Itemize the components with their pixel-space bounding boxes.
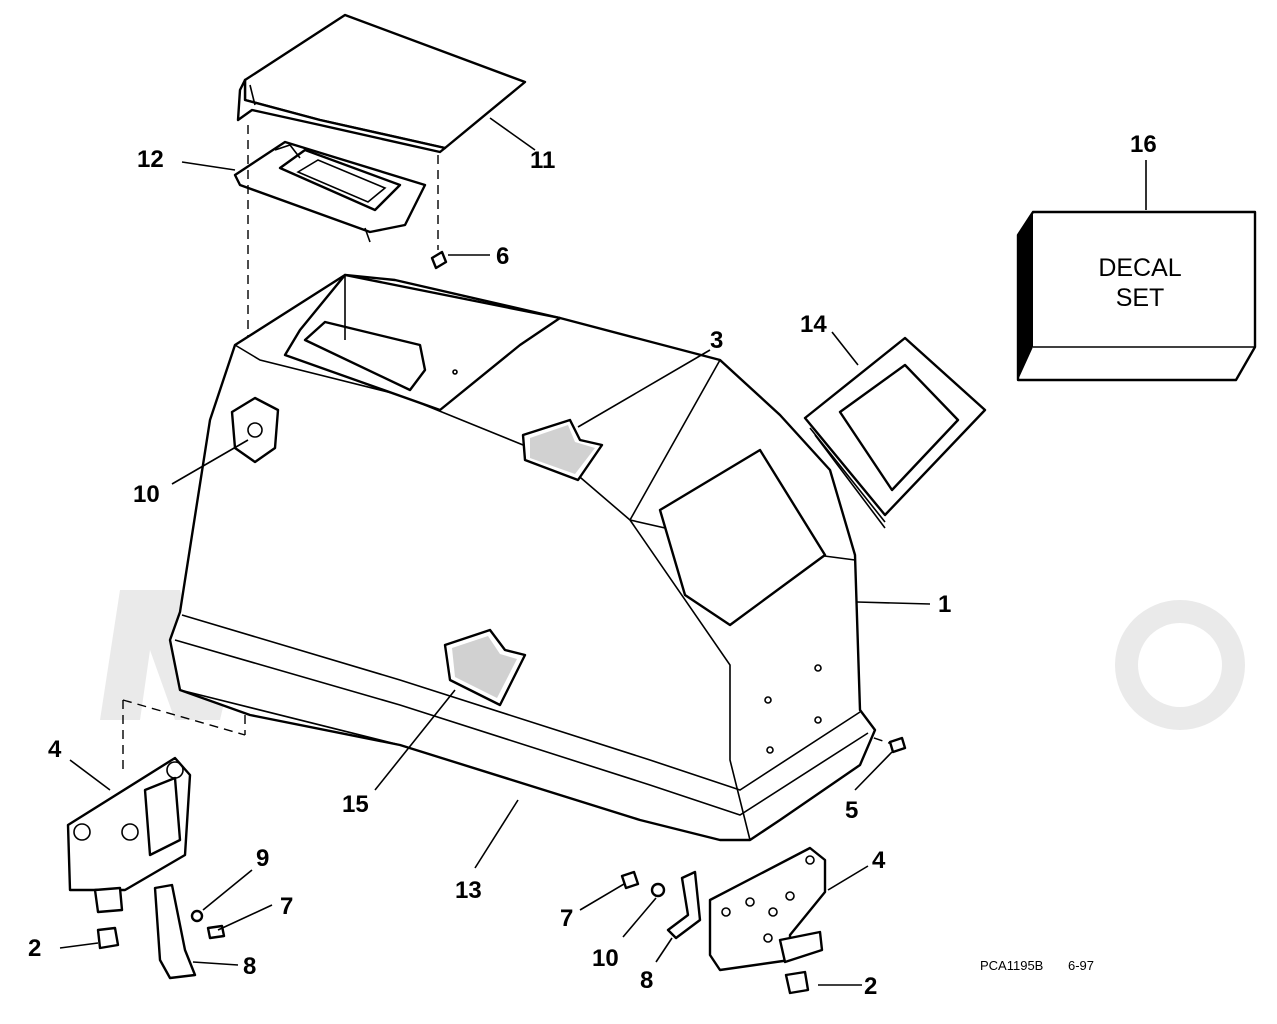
rubber-plug-2-left bbox=[96, 926, 120, 950]
callout-7-left: 7 bbox=[280, 893, 293, 920]
leader-lines bbox=[59, 117, 1147, 986]
callout-13: 13 bbox=[455, 877, 482, 904]
callout-3: 3 bbox=[710, 327, 723, 354]
window-frame-14 bbox=[803, 336, 987, 529]
callout-11: 11 bbox=[530, 147, 555, 174]
callout-2-right: 2 bbox=[864, 973, 877, 1000]
callout-9: 9 bbox=[256, 845, 269, 872]
callout-10-left: 10 bbox=[133, 481, 160, 508]
callout-12: 12 bbox=[137, 146, 164, 173]
screw-6 bbox=[430, 250, 448, 270]
rubber-plug-2-right bbox=[784, 970, 810, 995]
washer-9 bbox=[190, 909, 204, 923]
mounting-plate-right bbox=[708, 846, 827, 972]
callout-7-right: 7 bbox=[560, 905, 573, 932]
screw-7-right bbox=[620, 870, 640, 890]
callout-8-left: 8 bbox=[243, 953, 256, 980]
callout-4-right: 4 bbox=[872, 847, 886, 874]
callout-2-left: 2 bbox=[28, 935, 41, 962]
callout-5: 5 bbox=[845, 797, 858, 824]
washer-10-right bbox=[650, 882, 666, 898]
engine-cover-main bbox=[168, 273, 877, 842]
screw-5 bbox=[888, 736, 907, 754]
callout-6: 6 bbox=[496, 243, 509, 270]
callout-15: 15 bbox=[342, 791, 369, 818]
callout-4-left: 4 bbox=[48, 736, 62, 763]
decal-patch-15 bbox=[443, 628, 527, 707]
decal-set-line1: DECAL bbox=[1098, 254, 1181, 282]
strap-8-left bbox=[153, 883, 197, 980]
intake-grille-frame bbox=[233, 140, 427, 243]
part-code: PCA1195B bbox=[980, 958, 1043, 973]
callout-1: 1 bbox=[938, 591, 951, 618]
strap-8-right bbox=[666, 870, 702, 940]
mounting-bracket-left bbox=[66, 756, 192, 914]
date-code: 6-97 bbox=[1068, 958, 1094, 973]
decal-patch-3 bbox=[521, 418, 604, 482]
decal-set-box bbox=[1016, 210, 1257, 382]
top-cover-lid bbox=[236, 13, 527, 154]
decal-set-line2: SET bbox=[1116, 284, 1165, 312]
callout-16: 16 bbox=[1130, 131, 1157, 158]
callout-8-right: 8 bbox=[640, 967, 653, 994]
callout-10-right: 10 bbox=[592, 945, 619, 972]
callout-14: 14 bbox=[800, 311, 827, 338]
